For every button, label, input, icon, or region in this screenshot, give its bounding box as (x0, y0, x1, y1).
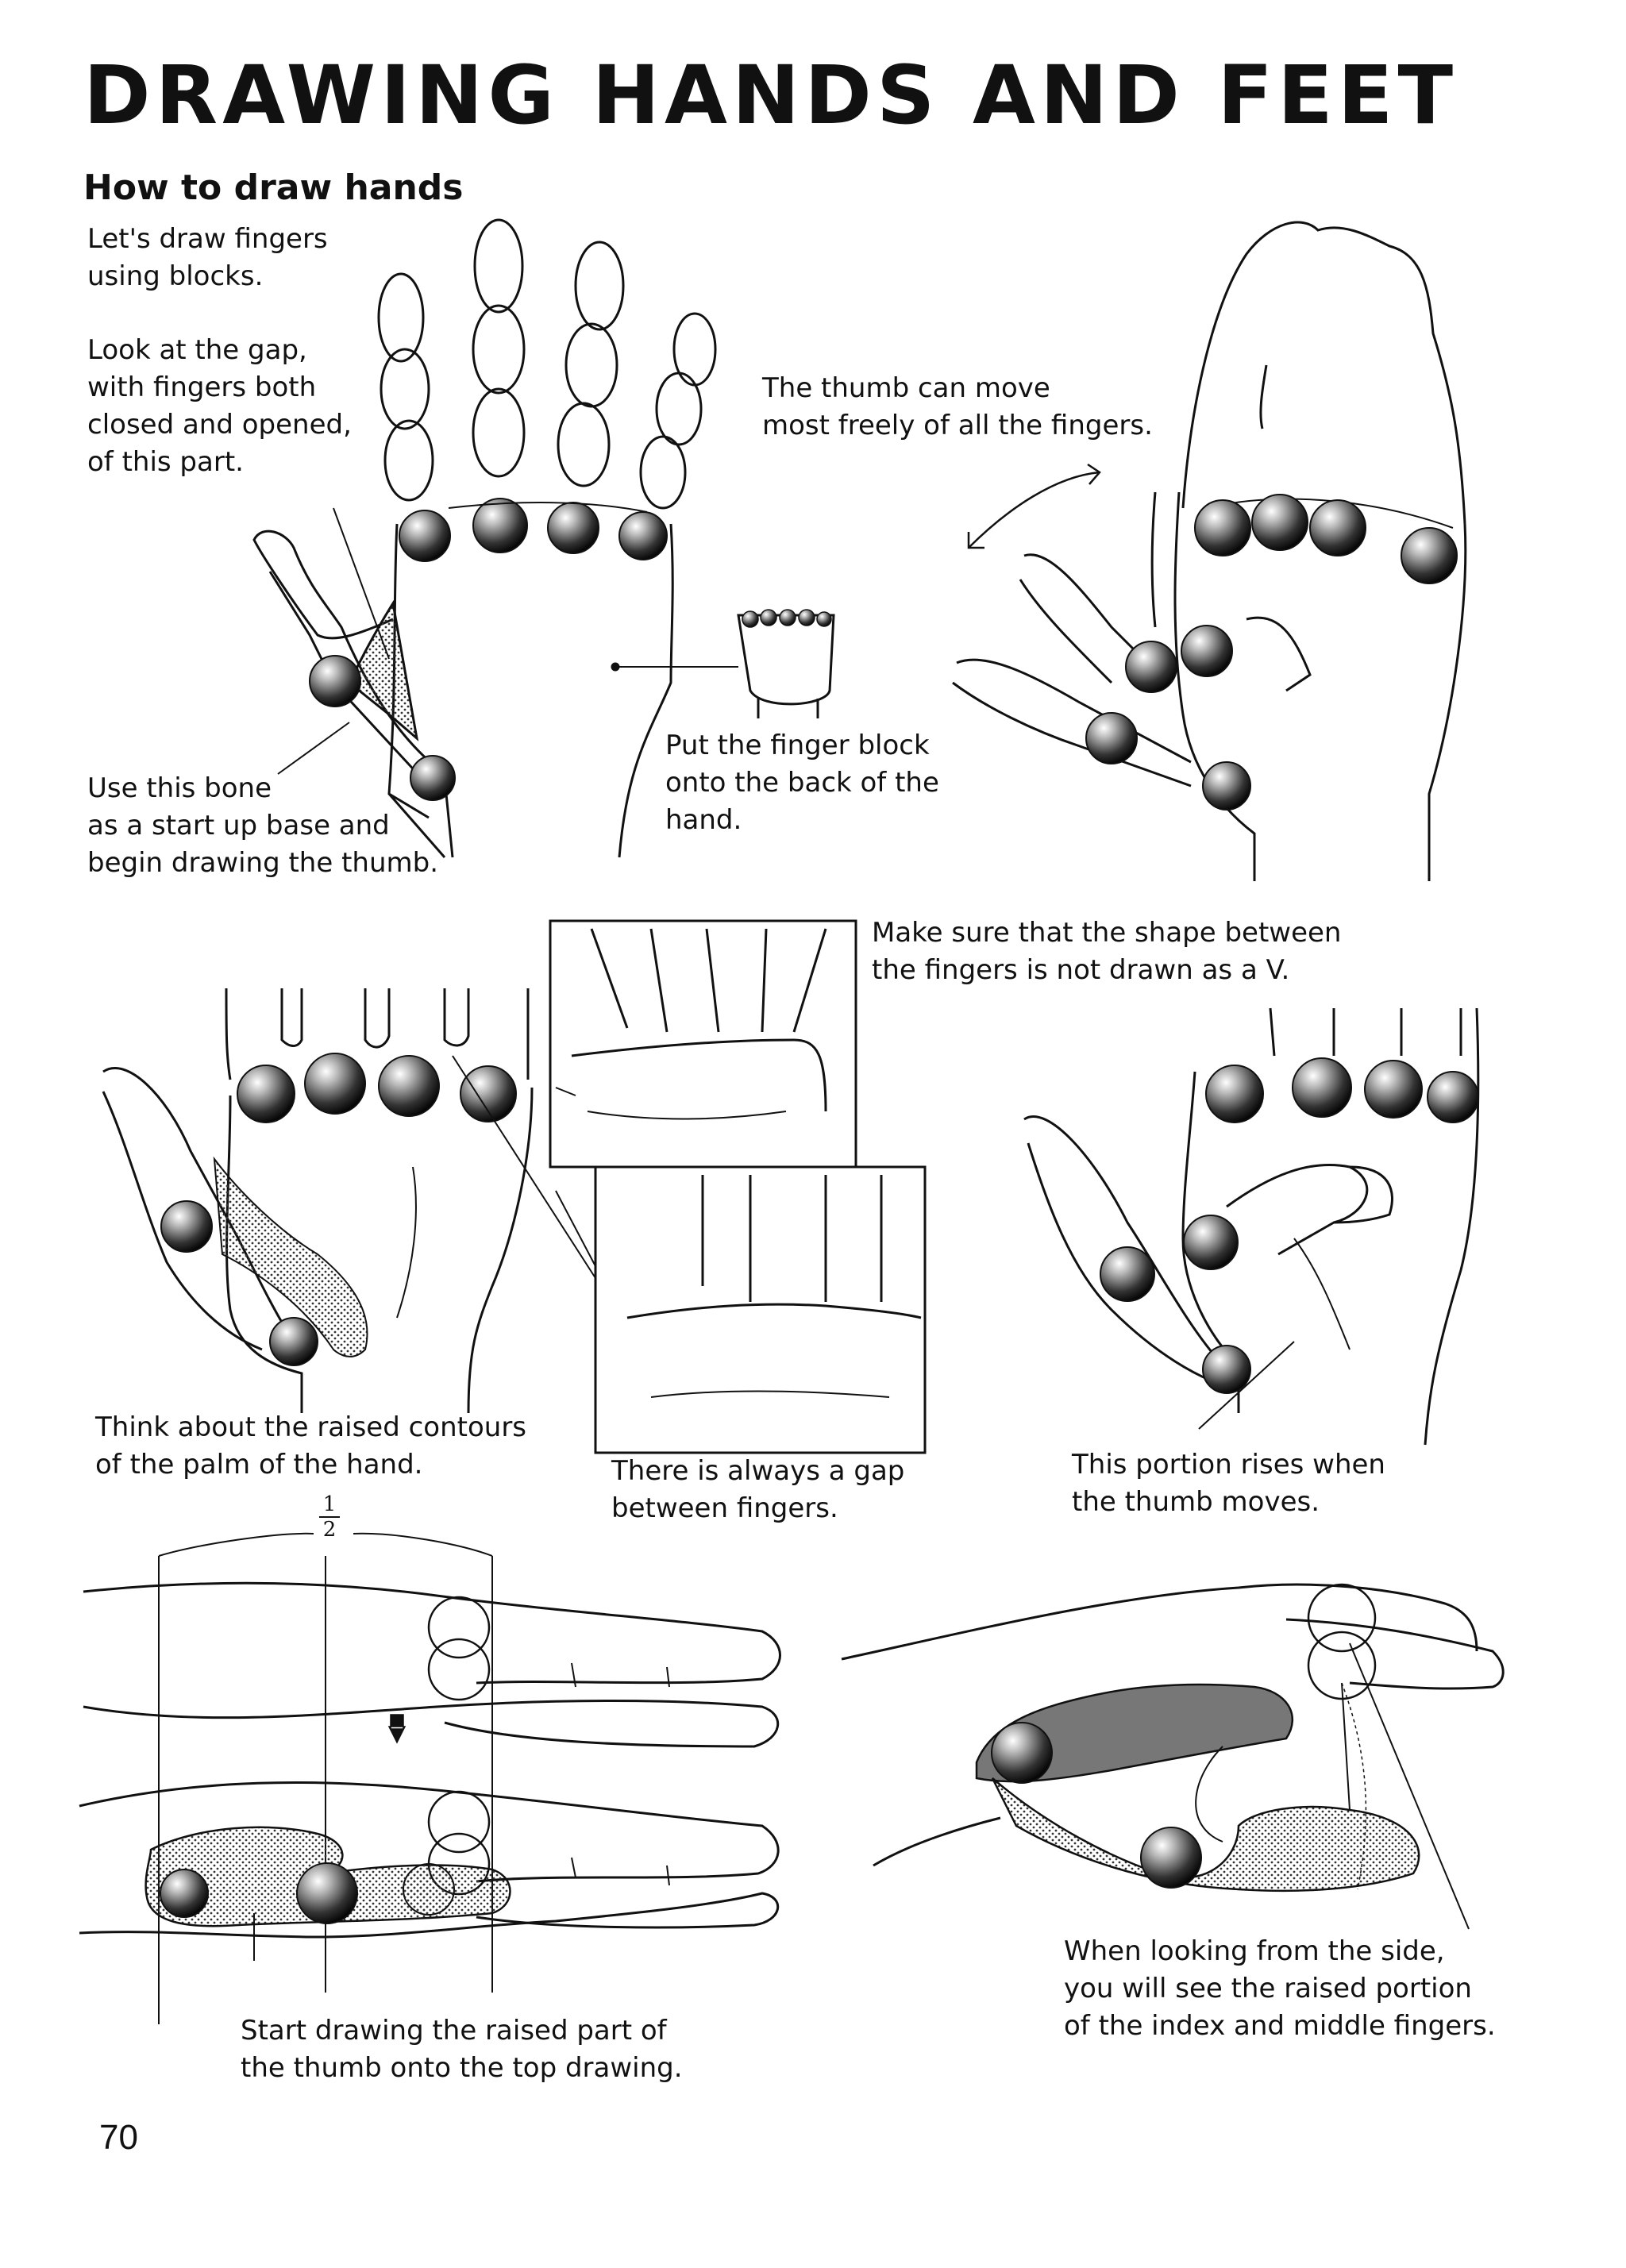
fraction-denominator: 2 (322, 1518, 337, 1542)
knuckle-spheres (160, 1862, 358, 1924)
open-hand-blocks-illustration (252, 218, 738, 858)
caption-thumb-bone: Use this bone as a start up base and beg… (87, 772, 439, 879)
finger-gap-closeup-bottom (555, 1165, 927, 1454)
knuckle-spheres (1100, 1057, 1479, 1394)
knuckle-spheres (160, 1053, 517, 1366)
fraction-numerator: 1 (322, 1492, 337, 1516)
section-subtitle: How to draw hands (83, 168, 464, 208)
caption-gap-between: There is always a gap between fingers. (611, 1455, 905, 1524)
one-half-fraction: 1 2 (314, 1492, 345, 1542)
side-view-fingers-illustration (841, 1583, 1505, 1930)
page-title: DRAWING HANDS AND FEET (83, 48, 1458, 143)
palm-contours-illustration (102, 988, 596, 1414)
caption-not-v: Make sure that the shape between the fin… (872, 917, 1342, 986)
knuckle-spheres (1085, 494, 1458, 811)
small-finger-block-illustration (737, 609, 835, 718)
thumb-motion-illustration (952, 221, 1467, 881)
thumb-portion-rises-illustration (1023, 1007, 1480, 1446)
caption-portion-rises: This portion rises when the thumb moves. (1072, 1449, 1385, 1518)
caption-thumb-move: The thumb can move most freely of all th… (762, 372, 1153, 441)
finger-gap-closeup-top (549, 919, 857, 1169)
page-number: 70 (99, 2118, 138, 2157)
caption-palm-contours: Think about the raised contours of the p… (95, 1411, 527, 1481)
fraction-bar (319, 1516, 340, 1518)
finger-segment-ovals (377, 218, 717, 510)
caption-finger-block: Put the finger block onto the back of th… (665, 730, 939, 836)
caption-gap: Look at the gap, with fingers both close… (87, 334, 352, 478)
thumb-side-view-illustration (79, 1532, 781, 2024)
caption-raised-thumb: Start drawing the raised part of the thu… (241, 2015, 683, 2084)
caption-side-view: When looking from the side, you will see… (1064, 1935, 1496, 2042)
knuckle-spheres (309, 498, 668, 801)
knuckle-spheres (991, 1722, 1202, 1889)
caption-fingers-blocks: Let's draw fingers using blocks. (87, 223, 328, 292)
